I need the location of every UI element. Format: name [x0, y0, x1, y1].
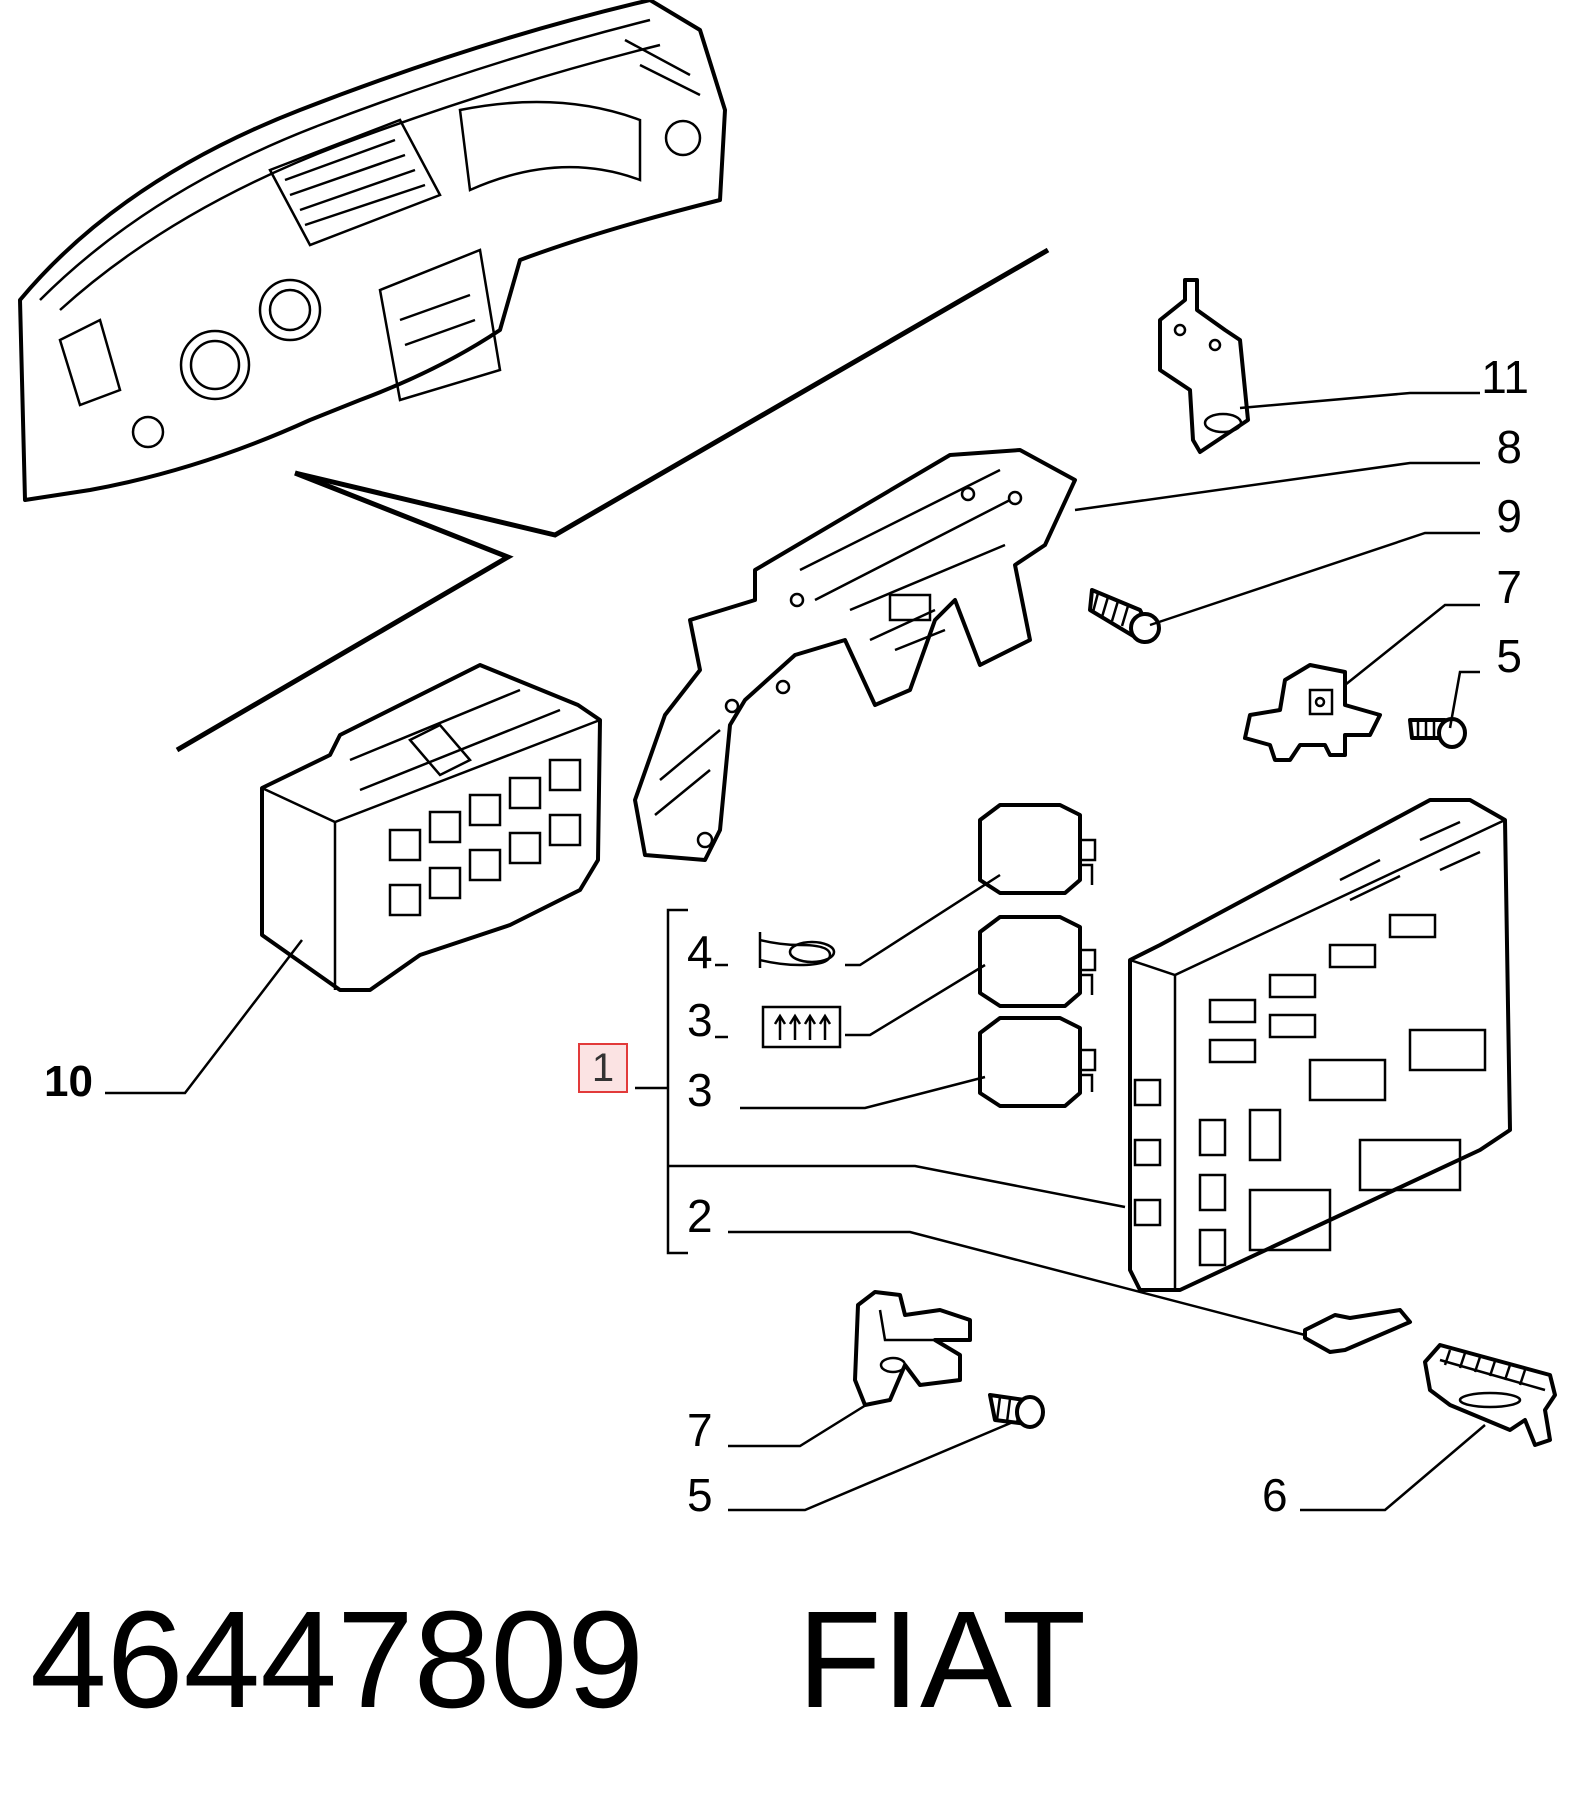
relay-horn: [978, 803, 1097, 895]
part-5-screw-top: [1408, 717, 1467, 749]
callout-numbers: 11 8 9 7 5 10 4 3 3 2 7 5 6: [44, 351, 1529, 1521]
callout-5-top: 5: [1496, 630, 1522, 682]
callout-1-highlight[interactable]: 1: [578, 1043, 628, 1093]
callout-2: 2: [687, 1190, 713, 1242]
horn-icon: [758, 932, 836, 968]
part-11-bracket: [1158, 278, 1250, 454]
part-number: 46447809: [30, 1583, 644, 1737]
part-2-fuse: [1303, 1308, 1412, 1354]
callout-6: 6: [1262, 1469, 1288, 1521]
part-8-bracket: [633, 448, 1077, 862]
callout-3-upper: 3: [687, 994, 713, 1046]
relay-rear-defrost: [978, 915, 1097, 1008]
fuse-box: [1128, 798, 1512, 1292]
callout-5-bottom: 5: [687, 1469, 713, 1521]
part-5-screw-bottom: [988, 1393, 1045, 1429]
callout-10: 10: [44, 1057, 93, 1106]
brand-name: FIAT: [797, 1583, 1087, 1737]
rear-defrost-icon: [761, 1005, 842, 1049]
callout-7-bottom: 7: [687, 1404, 713, 1456]
relay-standard: [978, 1016, 1097, 1108]
callout-4: 4: [687, 926, 713, 978]
leader-lines: [105, 391, 1486, 1512]
callout-8: 8: [1496, 421, 1522, 473]
callout-7-top: 7: [1496, 561, 1522, 613]
footer: 46447809 FIAT: [30, 1585, 1550, 1735]
dashboard-illustration: [18, 0, 1050, 753]
callout-11: 11: [1481, 351, 1529, 403]
connector-cells: [388, 758, 582, 917]
fuse-box-slots: [1133, 820, 1487, 1267]
part-7-clip-top: [1243, 663, 1382, 762]
part-7-clip-bottom: [853, 1290, 972, 1407]
part-10-connector-block: [260, 663, 602, 992]
callout-9: 9: [1496, 490, 1522, 542]
callout-3-lower: 3: [687, 1064, 713, 1116]
part-9-screw: [1088, 588, 1161, 644]
part-6-fuse-puller: [1423, 1343, 1557, 1447]
